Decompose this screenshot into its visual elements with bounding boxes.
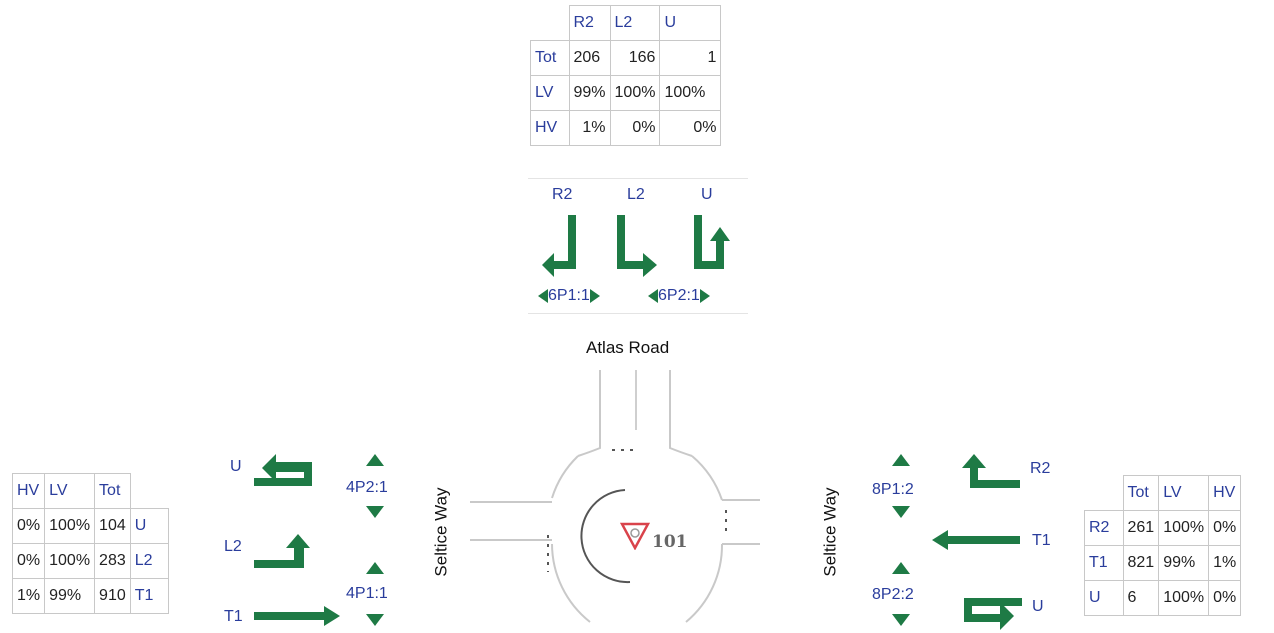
header-empty [531, 6, 570, 41]
diamond-right-icon [589, 289, 600, 303]
row-header: R2 [1084, 510, 1124, 546]
row-header: LV [530, 75, 570, 111]
row-header: L2 [129, 543, 170, 579]
right-turn-arrow-icon [962, 454, 1020, 488]
cell: 166 [609, 40, 661, 76]
col-header: L2 [609, 5, 661, 41]
cell: 821 [1122, 545, 1160, 581]
cell: 100% [659, 75, 722, 111]
east-volume-table: Tot LV HV R2 261 100% 0% T1 821 99% 1% U… [1084, 475, 1242, 616]
cell: 6 [1122, 580, 1160, 616]
crossing-label: 6P2:1 [658, 287, 700, 304]
cell: 0% [1208, 580, 1242, 616]
roundabout-diagram [470, 370, 760, 623]
u-turn-arrow-icon [964, 598, 1022, 630]
cell: 910 [94, 578, 131, 614]
cell: 0% [609, 110, 661, 146]
row-header: U [129, 508, 170, 544]
east-road-name: Seltice Way [820, 487, 840, 577]
cell: 0% [659, 110, 722, 146]
diamond-left-icon [538, 289, 548, 303]
col-header: Tot [1122, 475, 1160, 511]
north-road-name: Atlas Road [586, 338, 670, 357]
movement-label-u: U [701, 186, 713, 203]
cell: 0% [1208, 510, 1242, 546]
cell: 1% [568, 110, 611, 146]
cell: 99% [568, 75, 611, 111]
col-header: U [659, 5, 722, 41]
col-header: LV [1158, 475, 1210, 511]
col-header: LV [44, 473, 96, 509]
u-turn-arrow-icon [254, 454, 312, 486]
movement-label-l2: L2 [224, 538, 242, 555]
north-volume-table: R2 L2 U Tot 206 166 1 LV 99% 100% 100% H… [530, 5, 722, 146]
row-header: HV [530, 110, 570, 146]
movement-label-t1: T1 [224, 608, 243, 625]
movement-label-t1: T1 [1032, 532, 1051, 549]
cell: 99% [44, 578, 96, 614]
cell: 0% [11, 543, 46, 579]
diamond-left-icon [648, 289, 658, 303]
col-header: HV [1208, 475, 1242, 511]
cell: 100% [44, 508, 96, 544]
north-movement-panel [528, 178, 748, 314]
cell: 261 [1122, 510, 1160, 546]
cell: 100% [44, 543, 96, 579]
crossing-label-8p2: 8P2:2 [872, 586, 914, 603]
movement-label-l2: L2 [627, 186, 645, 203]
west-road-name: Seltice Way [431, 487, 451, 577]
crossing-6p1: 6P1:1 [538, 287, 600, 305]
col-header: R2 [568, 5, 611, 41]
cell: 206 [568, 40, 611, 76]
movement-label-u: U [230, 458, 242, 475]
crossing-label-4p2: 4P2:1 [346, 479, 388, 496]
movement-label-r2: R2 [1030, 460, 1051, 477]
yield-triangle-icon [620, 522, 650, 550]
col-header: HV [11, 473, 46, 509]
movement-label-u: U [1032, 598, 1044, 615]
cell: 1 [659, 40, 722, 76]
cell: 104 [94, 508, 131, 544]
cell: 100% [1158, 510, 1210, 546]
header-empty [130, 474, 169, 509]
crossing-label-4p1: 4P1:1 [346, 585, 388, 602]
cell: 1% [11, 578, 46, 614]
crossing-label: 6P1:1 [548, 287, 590, 304]
through-arrow-icon [932, 530, 1020, 550]
col-header: Tot [94, 473, 131, 509]
crossing-label-8p1: 8P1:2 [872, 481, 914, 498]
site-id: 101 [652, 532, 688, 552]
cell: 100% [1158, 580, 1210, 616]
cell: 1% [1208, 545, 1242, 581]
cell: 100% [609, 75, 661, 111]
through-arrow-icon [254, 606, 340, 626]
cell: 0% [11, 508, 46, 544]
left-turn-arrow-icon [617, 215, 657, 277]
cell: 99% [1158, 545, 1210, 581]
cell: 283 [94, 543, 131, 579]
movement-label-r2: R2 [552, 186, 573, 203]
row-header: T1 [129, 578, 170, 614]
right-turn-arrow-icon [542, 215, 576, 277]
left-turn-arrow-icon [254, 534, 310, 568]
row-header: Tot [530, 40, 570, 76]
crossing-6p2: 6P2:1 [648, 287, 710, 305]
row-header: U [1084, 580, 1124, 616]
u-turn-arrow-icon [694, 215, 730, 269]
west-volume-table: HV LV Tot 0% 100% 104 U 0% 100% 283 L2 1… [11, 473, 170, 614]
header-empty [1085, 476, 1124, 511]
diamond-right-icon [699, 289, 710, 303]
row-header: T1 [1084, 545, 1124, 581]
